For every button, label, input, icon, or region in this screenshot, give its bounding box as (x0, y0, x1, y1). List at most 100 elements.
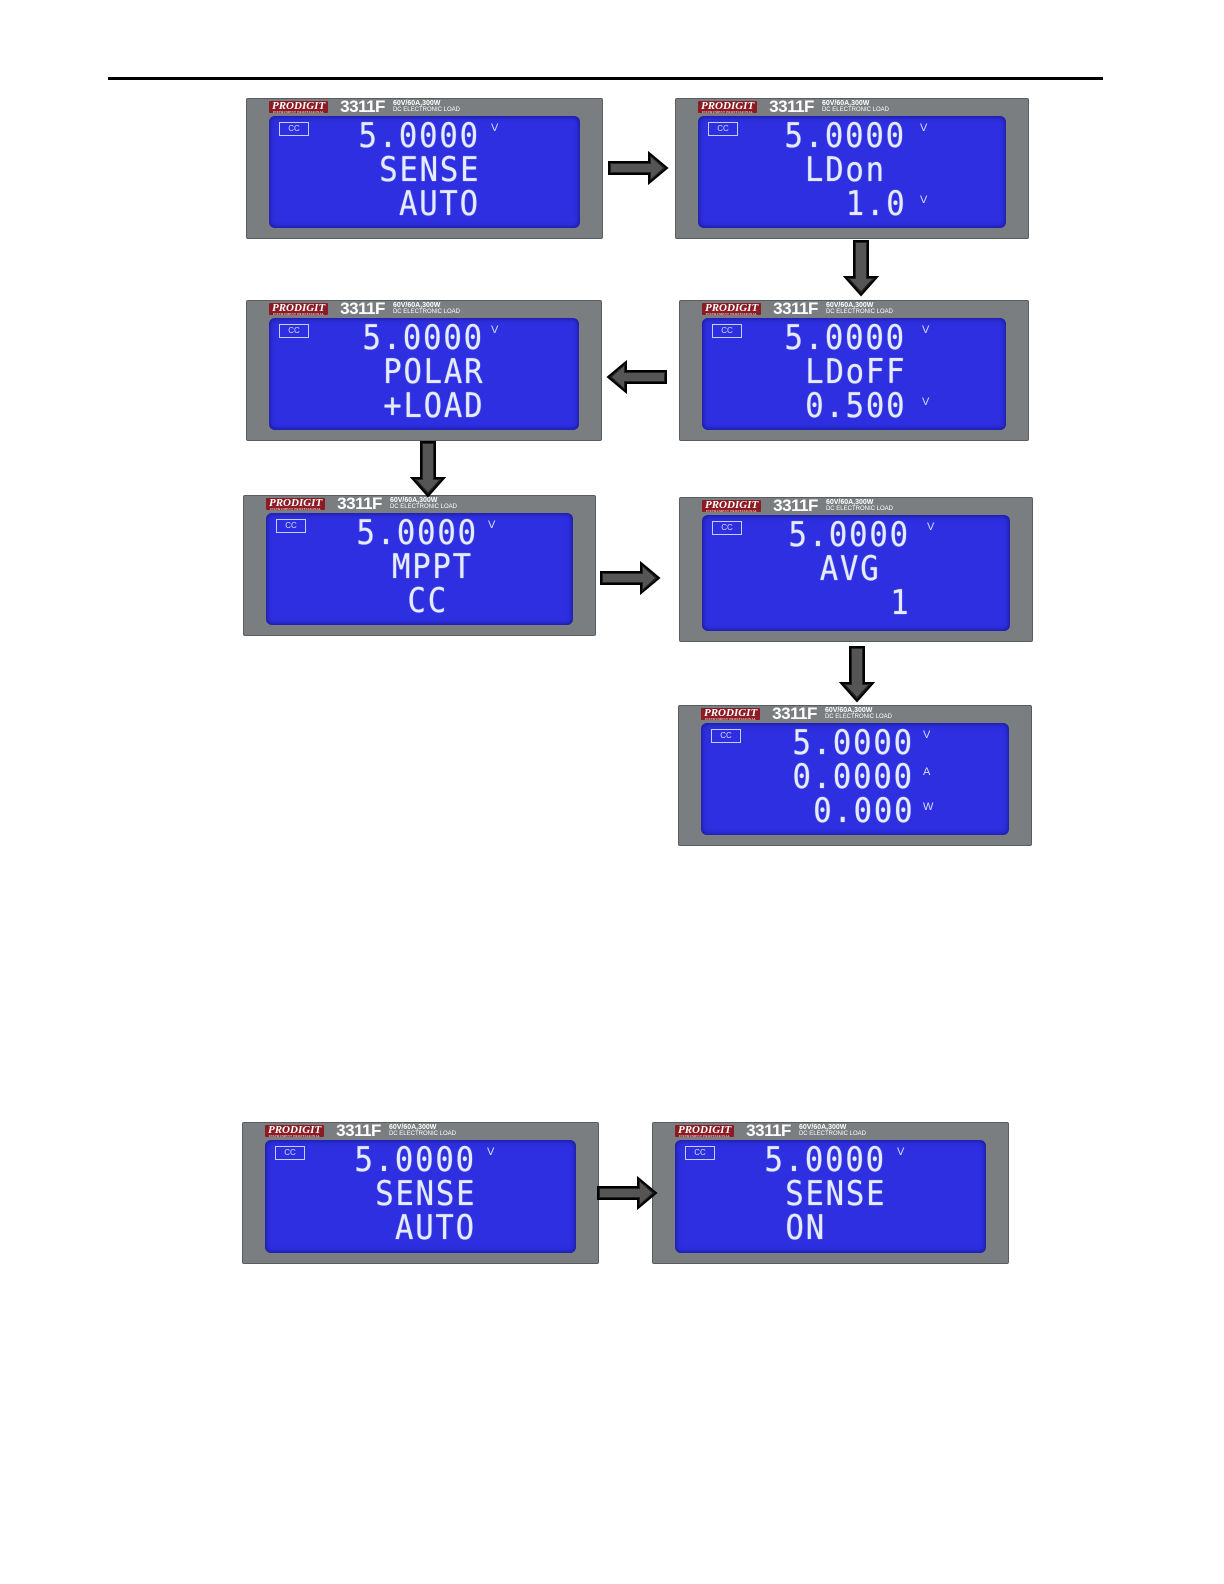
lcd-line-2: SENSE (784, 1174, 886, 1214)
lcd-line-3: +LOAD (382, 386, 484, 426)
mode-badge: CC (276, 519, 306, 533)
lcd-line-3: AUTO (399, 184, 480, 224)
lcd-line-2: LDon (805, 150, 886, 190)
lcd-screen: CC 5.0000 V LDoFF 0.500 V (702, 318, 1006, 430)
arrow-down-icon (839, 646, 875, 703)
mode-badge: CC (685, 1146, 715, 1160)
lcd-line-1: 5.0000 (362, 318, 484, 358)
lcd-line-2: AVG (819, 549, 880, 589)
lcd-unit-1: V (922, 324, 930, 336)
lcd-line-3: AUTO (395, 1208, 476, 1248)
lcd-line-3: 0.000 (812, 791, 914, 831)
arrow-left-icon (606, 360, 667, 394)
lcd-unit-1: V (487, 1146, 495, 1158)
model-number: 3311F (340, 97, 385, 116)
lcd-line-3: ON (785, 1208, 826, 1248)
arrow-down-icon (843, 240, 879, 297)
lcd-line-1: 5.0000 (764, 1140, 886, 1180)
mode-badge: CC (711, 729, 741, 743)
lcd-line-3: 0.500 (804, 386, 906, 426)
lcd-line-1: 5.0000 (354, 1140, 476, 1180)
mode-badge: CC (279, 324, 309, 338)
lcd-unit-1: V (488, 519, 496, 531)
lcd-unit-1: V (923, 729, 931, 741)
mode-badge: CC (712, 324, 742, 338)
lcd-line-2: SENSE (378, 150, 480, 190)
lcd-line-3: CC (407, 581, 448, 621)
lcd-screen: CC 5.0000 V SENSE ON (675, 1140, 986, 1253)
lcd-line-2: 0.0000 (792, 757, 914, 797)
lcd-unit-1: V (897, 1146, 905, 1158)
lcd-line-2: SENSE (374, 1174, 476, 1214)
lcd-screen: CC 5.0000 V AVG 1 (702, 515, 1010, 631)
lcd-unit-1: V (491, 324, 499, 336)
lcd-line-1: 5.0000 (784, 116, 906, 156)
arrow-right-icon (608, 151, 669, 185)
lcd-screen: CC 5.0000 V MPPT CC (266, 513, 573, 625)
lcd-line-1: 5.0000 (356, 513, 478, 553)
lcd-unit-1: V (920, 122, 928, 134)
lcd-screen: CC 5.0000 V SENSE AUTO (269, 116, 580, 228)
lcd-line-1: 5.0000 (358, 116, 480, 156)
lcd-line-2: MPPT (392, 547, 473, 587)
mode-badge: CC (279, 122, 309, 136)
lcd-unit-3: V (922, 396, 930, 408)
arrow-right-icon (597, 1176, 658, 1210)
lcd-line-3: 1 (889, 583, 910, 623)
model-number: 3311F (340, 299, 385, 318)
lcd-screen: CC 5.0000 V LDon 1.0 V (698, 116, 1006, 228)
lcd-unit-3: W (923, 801, 934, 813)
model-number: 3311F (769, 97, 814, 116)
model-number: 3311F (772, 704, 817, 723)
lcd-screen: CC 5.0000 V 0.0000 A 0.000 W (701, 723, 1009, 835)
lcd-unit-1: V (927, 521, 935, 533)
arrow-down-icon (410, 441, 446, 498)
mode-badge: CC (708, 122, 738, 136)
mode-badge: CC (275, 1146, 305, 1160)
lcd-unit-1: V (491, 122, 499, 134)
lcd-line-1: 5.0000 (784, 318, 906, 358)
lcd-line-2: POLAR (382, 352, 484, 392)
model-number: 3311F (773, 299, 818, 318)
arrow-right-icon (600, 561, 661, 595)
mode-badge: CC (712, 521, 742, 535)
lcd-line-2: LDoFF (804, 352, 906, 392)
lcd-unit-3: V (920, 194, 928, 206)
lcd-line-1: 5.0000 (788, 515, 910, 555)
model-number: 3311F (337, 494, 382, 513)
lcd-line-3: 1.0 (845, 184, 906, 224)
